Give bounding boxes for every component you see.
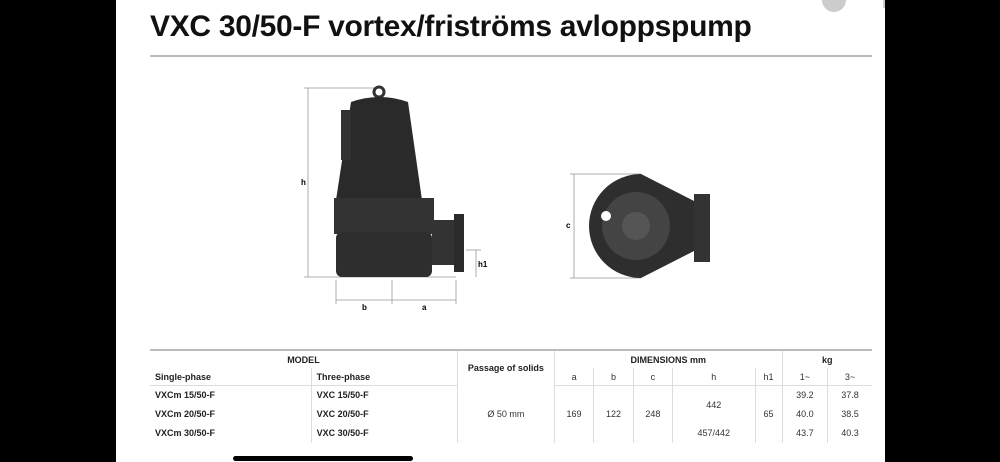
single-model: VXCm 30/50-F xyxy=(155,428,216,438)
dimensions-header: DIMENSIONS mm xyxy=(553,350,783,368)
col-a: a xyxy=(553,368,594,386)
label-b: b xyxy=(362,303,367,312)
kg1-value: 40.0 xyxy=(781,404,828,424)
a-value: 169 xyxy=(553,385,594,443)
kg3-value: 38.5 xyxy=(827,404,872,424)
three-phase-header: Three-phase xyxy=(310,368,458,386)
h-value: 457/442 xyxy=(672,423,755,443)
h-value: 442 xyxy=(672,385,755,424)
document-page: VXC 30/50-F vortex/friströms avloppspump… xyxy=(116,0,885,462)
table-row: VXCm 15/50-F VXC 15/50-F Ø 50 mm 169 122… xyxy=(150,385,872,443)
label-h: h xyxy=(301,178,306,187)
single-model: VXCm 20/50-F xyxy=(155,409,216,419)
kg3-value: 37.8 xyxy=(827,385,872,405)
passage-value: Ø 50 mm xyxy=(456,385,555,443)
h1-value: 65 xyxy=(754,385,783,443)
kg-header: kg xyxy=(781,350,872,368)
dimensions-table: MODEL Passage of solids DIMENSIONS mm kg… xyxy=(150,349,872,443)
col-c: c xyxy=(632,368,673,386)
single-phase-header: Single-phase xyxy=(150,368,312,386)
label-c: c xyxy=(566,221,571,230)
col-h: h xyxy=(672,368,755,386)
passage-header: Passage of solids xyxy=(456,350,555,386)
col-b: b xyxy=(593,368,634,386)
kg1-value: 39.2 xyxy=(781,385,828,405)
three-model: VXC 30/50-F xyxy=(310,423,458,443)
brand-logo xyxy=(822,0,885,12)
single-model: VXCm 15/50-F xyxy=(155,390,216,401)
col-kg1: 1~ xyxy=(781,368,828,386)
pump-top-view-drawing: c xyxy=(566,173,710,279)
table-row: VXCm 20/50-F VXC 20/50-F 40.0 38.5 xyxy=(150,404,872,424)
page-title: VXC 30/50-F vortex/friströms avloppspump xyxy=(150,10,752,43)
pump-side-view-drawing: h h1 b a xyxy=(301,85,488,312)
title-divider xyxy=(150,55,872,57)
label-a: a xyxy=(422,303,427,312)
three-model: VXC 20/50-F xyxy=(310,404,458,424)
horizontal-scrollbar[interactable] xyxy=(233,456,413,461)
col-kg3: 3~ xyxy=(827,368,872,386)
three-model: VXC 15/50-F xyxy=(310,385,458,405)
c-value: 248 xyxy=(632,385,673,443)
b-value: 122 xyxy=(593,385,634,443)
table-row: VXCm 30/50-F VXC 30/50-F 457/442 43.7 40… xyxy=(150,423,872,443)
model-header: MODEL xyxy=(287,354,320,365)
kg1-value: 43.7 xyxy=(781,423,828,443)
kg3-value: 40.3 xyxy=(827,423,872,443)
col-h1: h1 xyxy=(754,368,783,386)
label-h1: h1 xyxy=(478,260,488,269)
